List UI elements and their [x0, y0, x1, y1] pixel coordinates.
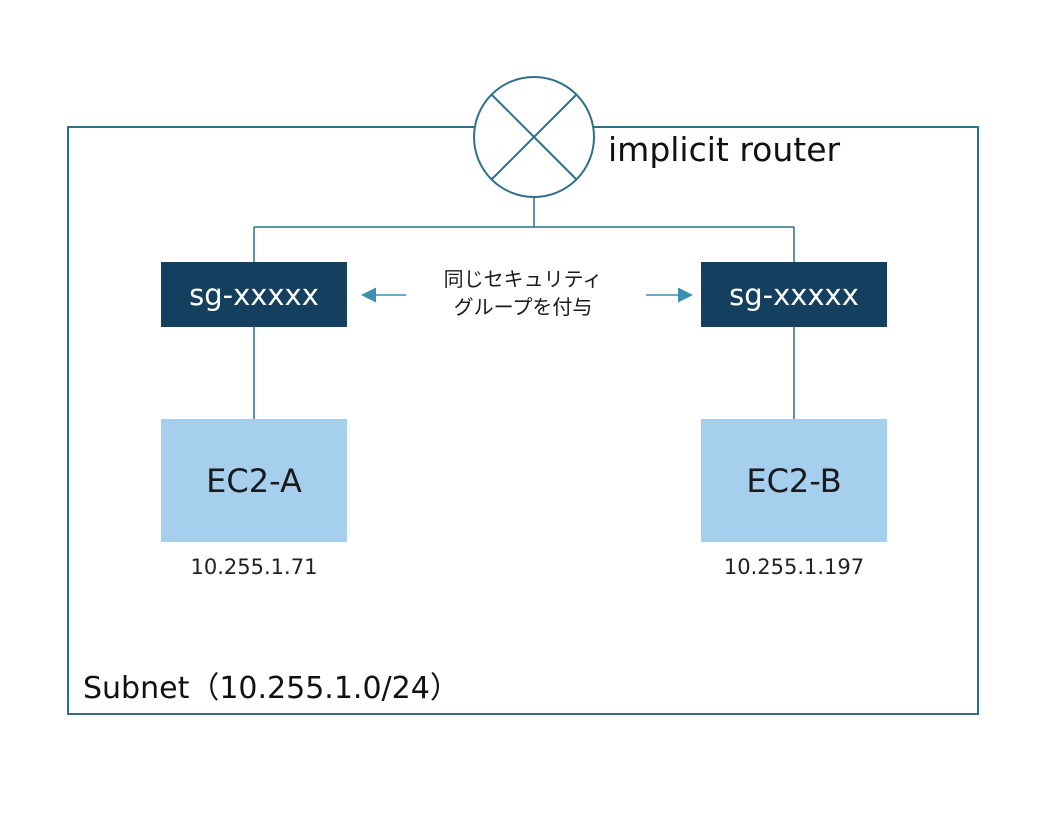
ec2-instance-a: EC2-A: [161, 419, 347, 542]
router-label: implicit router: [608, 130, 841, 169]
ec2-b-ip-label: 10.255.1.197: [723, 555, 865, 579]
subnet-label: Subnet（10.255.1.0/24）: [83, 671, 460, 706]
note-line-1: 同じセキュリティ: [443, 267, 603, 291]
same-security-group-note: 同じセキュリティ グループを付与: [400, 265, 646, 321]
security-group-b: sg-xxxxx: [701, 262, 887, 327]
ec2-a-ip-label: 10.255.1.71: [190, 555, 318, 579]
router-x-icon: [473, 76, 595, 198]
security-group-a: sg-xxxxx: [161, 262, 347, 327]
ec2-instance-b: EC2-B: [701, 419, 887, 542]
note-line-2: グループを付与: [453, 295, 593, 319]
